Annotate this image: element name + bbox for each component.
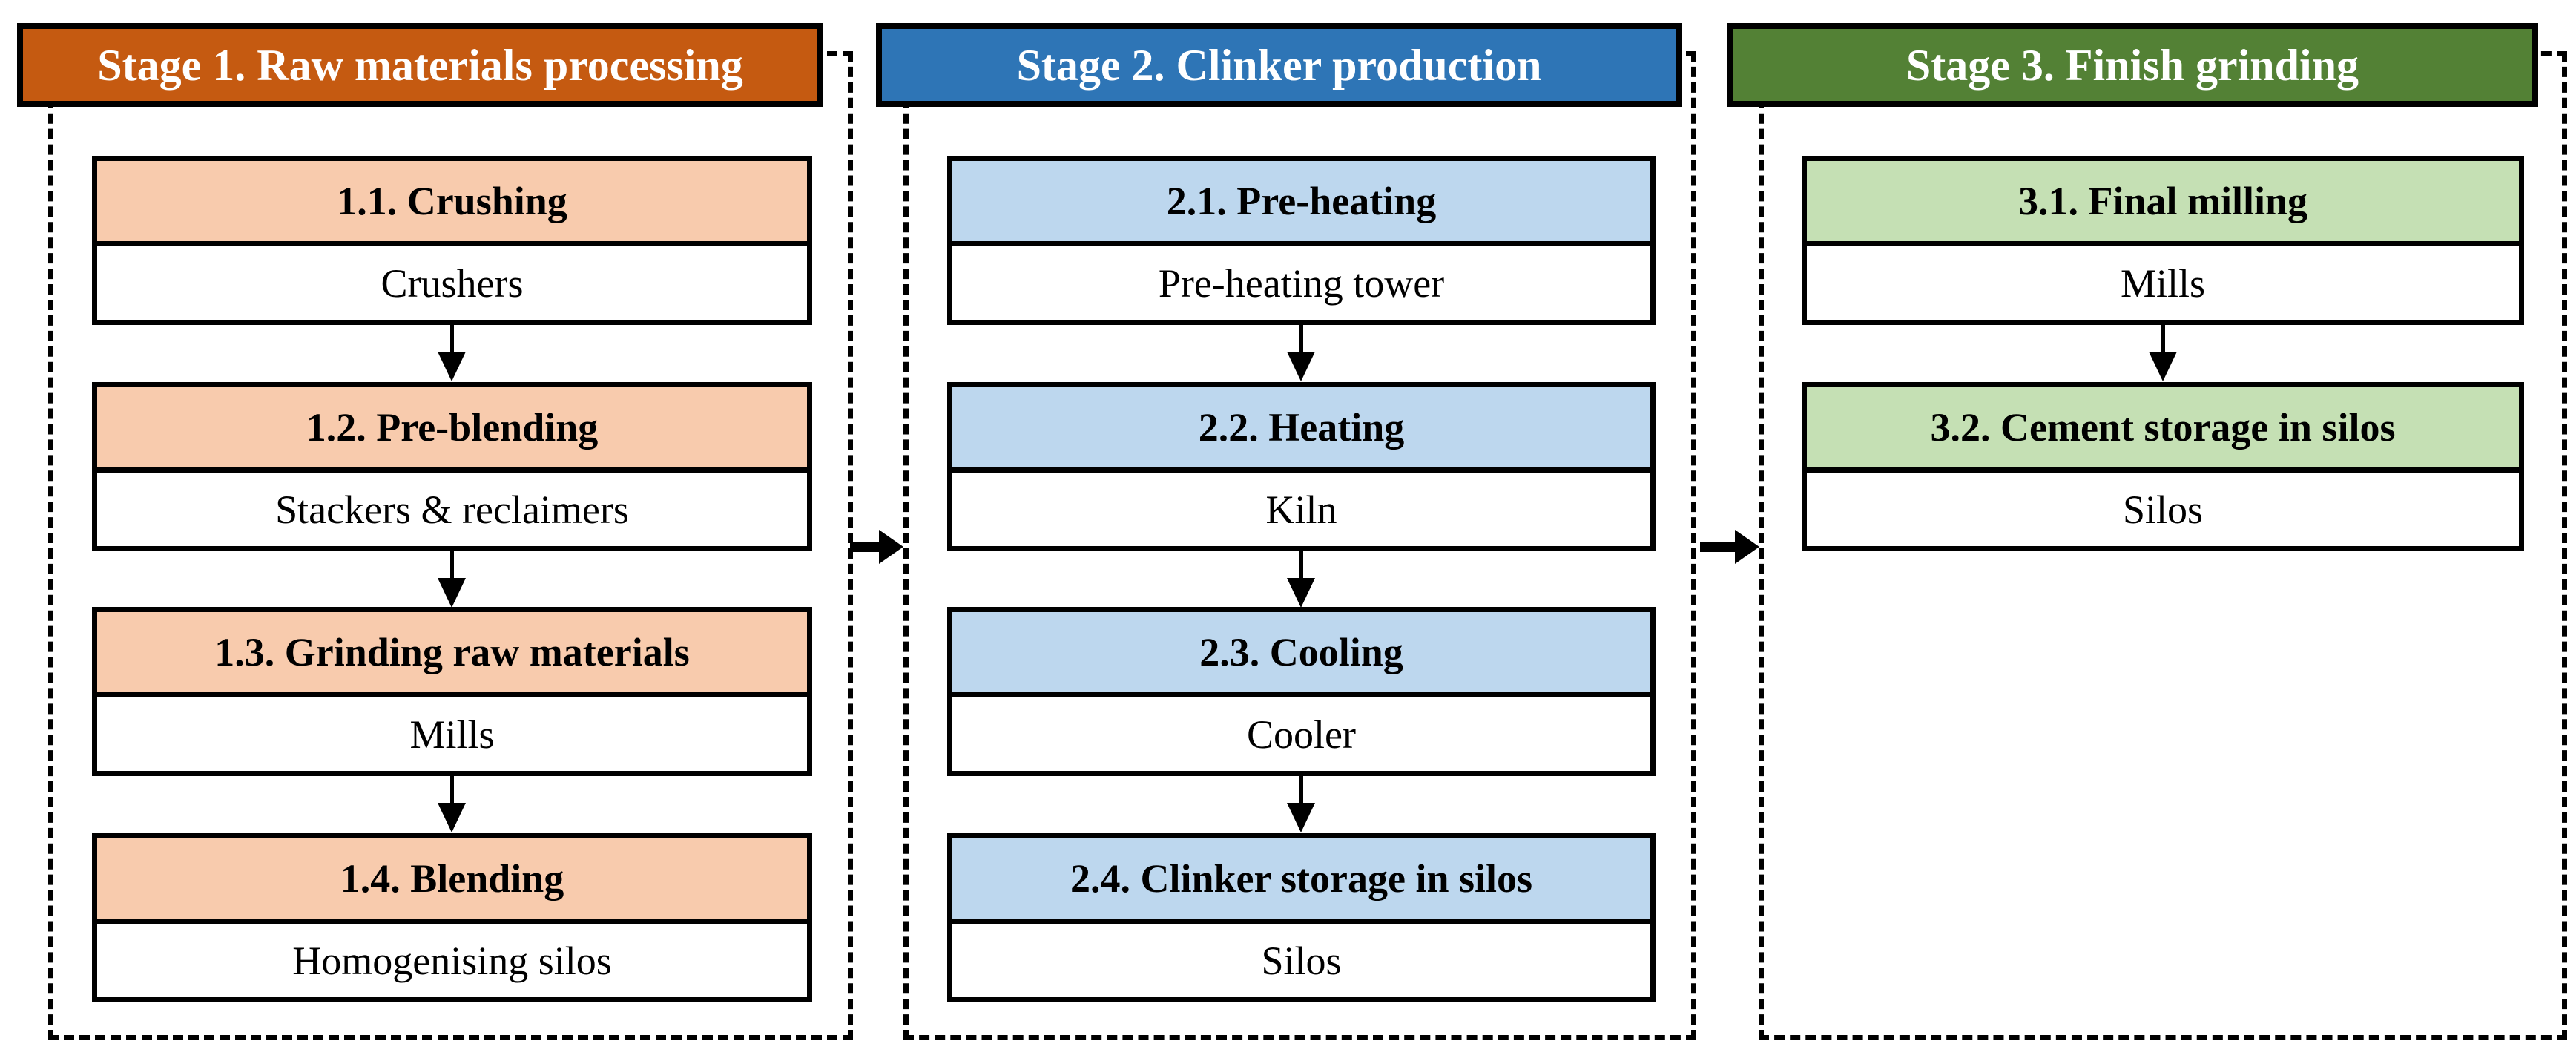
- arrow-shaft: [1700, 542, 1735, 552]
- arrow-line: [2161, 325, 2165, 352]
- process-block-2-3-equipment: Cooler: [1247, 712, 1356, 757]
- process-block-2-2-title: 2.2. Heating: [1198, 405, 1405, 450]
- stage-2-title: Stage 2. Clinker production: [1016, 40, 1542, 90]
- process-block-2-3-equipment-row: Cooler: [952, 697, 1650, 771]
- arrow-head: [1287, 352, 1315, 381]
- process-block-2-2-equipment-row: Kiln: [952, 473, 1650, 546]
- stage-3-header: Stage 3. Finish grinding: [1727, 23, 2538, 107]
- process-block-1-4-title-row: 1.4. Blending: [97, 838, 807, 924]
- process-block-2-4-equipment-row: Silos: [952, 924, 1650, 997]
- process-block-1-1-equipment: Crushers: [381, 260, 524, 306]
- arrow-head: [1287, 803, 1315, 832]
- process-block-3-1: 3.1. Final milling Mills: [1802, 156, 2524, 325]
- process-block-3-2-equipment: Silos: [2122, 487, 2204, 532]
- process-block-2-3: 2.3. Cooling Cooler: [947, 607, 1656, 776]
- arrow-down-1-3-to-1-4: [437, 776, 467, 832]
- arrow-down-1-1-to-1-2: [437, 325, 467, 381]
- stage-1-header: Stage 1. Raw materials processing: [17, 23, 823, 107]
- arrow-right-stage-2-to-stage-3: [1700, 530, 1759, 564]
- arrow-right-stage-1-to-stage-2: [850, 530, 903, 564]
- process-block-1-4-title: 1.4. Blending: [340, 856, 564, 901]
- stage-3-title: Stage 3. Finish grinding: [1905, 40, 2359, 90]
- arrow-head: [438, 352, 466, 381]
- arrow-line: [1299, 551, 1303, 578]
- process-block-3-1-equipment-row: Mills: [1807, 246, 2519, 320]
- arrow-down-2-1-to-2-2: [1286, 325, 1316, 381]
- process-block-3-2: 3.2. Cement storage in silos Silos: [1802, 382, 2524, 551]
- process-block-2-4-title: 2.4. Clinker storage in silos: [1070, 856, 1533, 901]
- arrow-head: [2149, 352, 2177, 381]
- stage-1-title: Stage 1. Raw materials processing: [97, 40, 743, 90]
- process-block-3-1-title-row: 3.1. Final milling: [1807, 161, 2519, 246]
- process-block-1-2-title: 1.2. Pre-blending: [306, 405, 599, 450]
- arrow-head: [1287, 578, 1315, 608]
- arrow-down-1-2-to-1-3: [437, 551, 467, 608]
- process-block-2-1-equipment-row: Pre-heating tower: [952, 246, 1650, 320]
- process-block-1-4: 1.4. Blending Homogenising silos: [92, 833, 812, 1002]
- process-block-2-4: 2.4. Clinker storage in silos Silos: [947, 833, 1656, 1002]
- process-block-2-1-equipment: Pre-heating tower: [1158, 260, 1445, 306]
- process-block-1-1-title-row: 1.1. Crushing: [97, 161, 807, 246]
- arrow-head: [438, 803, 466, 832]
- process-block-1-2-equipment-row: Stackers & reclaimers: [97, 473, 807, 546]
- arrow-head: [1735, 530, 1759, 564]
- process-block-2-1-title-row: 2.1. Pre-heating: [952, 161, 1650, 246]
- process-block-2-4-title-row: 2.4. Clinker storage in silos: [952, 838, 1650, 924]
- process-block-2-2-title-row: 2.2. Heating: [952, 387, 1650, 473]
- arrow-line: [1299, 776, 1303, 803]
- process-block-2-3-title: 2.3. Cooling: [1199, 630, 1403, 674]
- process-block-1-4-equipment-row: Homogenising silos: [97, 924, 807, 997]
- process-block-1-1: 1.1. Crushing Crushers: [92, 156, 812, 325]
- stage-3-column: Stage 3. Finish grinding 3.1. Final mill…: [1727, 0, 2567, 1061]
- arrow-line: [1299, 325, 1303, 352]
- arrow-down-2-2-to-2-3: [1286, 551, 1316, 608]
- process-block-1-2: 1.2. Pre-blending Stackers & reclaimers: [92, 382, 812, 551]
- process-block-2-1-title: 2.1. Pre-heating: [1166, 179, 1437, 223]
- arrow-head: [438, 578, 466, 608]
- process-block-2-3-title-row: 2.3. Cooling: [952, 612, 1650, 697]
- process-block-1-3-title-row: 1.3. Grinding raw materials: [97, 612, 807, 697]
- process-block-2-2-equipment: Kiln: [1265, 487, 1337, 532]
- arrow-shaft: [850, 542, 879, 552]
- arrow-line: [449, 776, 454, 803]
- process-block-3-2-equipment-row: Silos: [1807, 473, 2519, 546]
- arrow-line: [449, 325, 454, 352]
- arrow-head: [879, 530, 903, 564]
- process-block-1-3: 1.3. Grinding raw materials Mills: [92, 607, 812, 776]
- arrow-down-3-1-to-3-2: [2148, 325, 2178, 381]
- stage-2-header: Stage 2. Clinker production: [876, 23, 1682, 107]
- process-block-1-1-title: 1.1. Crushing: [337, 179, 567, 223]
- process-block-1-3-equipment: Mills: [409, 712, 495, 757]
- process-block-3-2-title: 3.2. Cement storage in silos: [1930, 405, 2396, 450]
- process-block-3-1-equipment: Mills: [2120, 260, 2206, 306]
- process-block-1-3-equipment-row: Mills: [97, 697, 807, 771]
- process-block-3-1-title: 3.1. Final milling: [2017, 179, 2308, 223]
- process-block-1-2-equipment: Stackers & reclaimers: [275, 487, 629, 532]
- stage-2-column: Stage 2. Clinker production 2.1. Pre-hea…: [876, 0, 1696, 1061]
- process-block-1-1-equipment-row: Crushers: [97, 246, 807, 320]
- process-block-1-2-title-row: 1.2. Pre-blending: [97, 387, 807, 473]
- process-block-3-2-title-row: 3.2. Cement storage in silos: [1807, 387, 2519, 473]
- stage-1-column: Stage 1. Raw materials processing 1.1. C…: [17, 0, 853, 1061]
- process-block-2-2: 2.2. Heating Kiln: [947, 382, 1656, 551]
- process-block-2-4-equipment: Silos: [1261, 938, 1342, 983]
- arrow-line: [449, 551, 454, 578]
- arrow-down-2-3-to-2-4: [1286, 776, 1316, 832]
- process-block-2-1: 2.1. Pre-heating Pre-heating tower: [947, 156, 1656, 325]
- process-block-1-4-equipment: Homogenising silos: [292, 938, 612, 983]
- process-block-1-3-title: 1.3. Grinding raw materials: [214, 630, 690, 674]
